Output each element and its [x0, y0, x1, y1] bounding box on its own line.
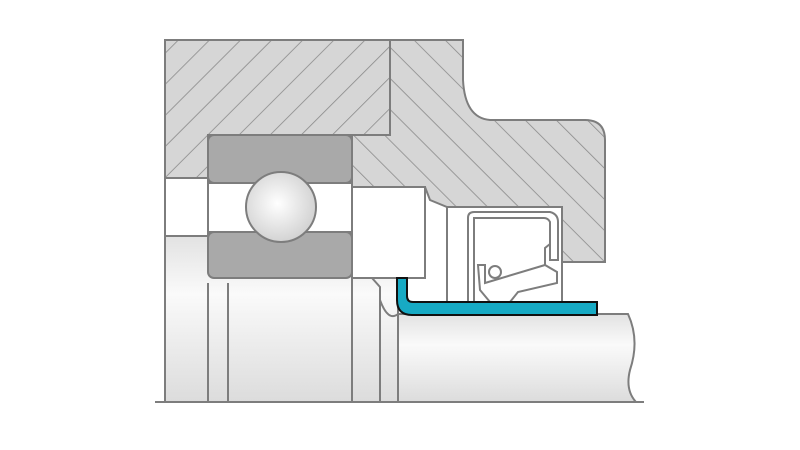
garter-spring	[488, 265, 502, 279]
shaft-right	[397, 313, 639, 403]
gap-left	[164, 177, 209, 237]
shaft-shoulder	[352, 277, 399, 318]
radial-shaft-seal	[446, 206, 563, 303]
bearing-ball	[245, 171, 317, 243]
shaft-sleeve	[396, 277, 598, 316]
gap-right	[351, 186, 426, 279]
